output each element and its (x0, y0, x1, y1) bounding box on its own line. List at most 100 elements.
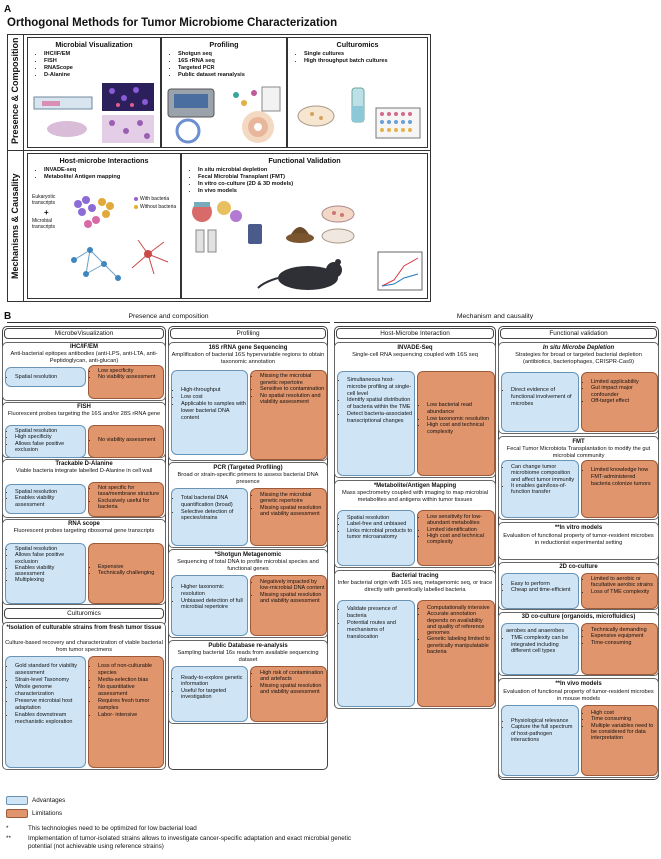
advantages-box: Simultaneous host-microbe profiling at s… (337, 371, 415, 476)
advantages-box: High-throughput Low cost Applicable to s… (171, 370, 248, 455)
advantage-item: Low cost (181, 394, 246, 401)
limitation-item: No quantitative assessment (98, 684, 162, 698)
culture-plates-illustration (297, 87, 421, 139)
limitation-item: Multiple variables need to be considered… (591, 723, 656, 742)
box-functional-validation: Functional Validation In situ microbial … (181, 153, 428, 299)
advantages-box: Gold standard for viability assessment S… (5, 656, 86, 768)
limitation-item: Expensive (98, 564, 162, 570)
limitation-item: Technically challenging (98, 570, 162, 576)
limitations-box: High cost Time consuming Multiple variab… (581, 705, 658, 776)
advantage-item: Capture the full spectrum of host-pathog… (511, 724, 577, 743)
card-invade: INVADE-Seq Single-cell RNA sequencing co… (334, 342, 496, 478)
advantage-item: High-throughput (181, 387, 246, 394)
advantages-box: Easy to perform Cheap and time-efficient (501, 573, 579, 609)
limitation-item: Genetic labeling limited to genetically … (427, 636, 493, 655)
advantage-item: Allows false positive exclusion (15, 441, 84, 454)
card-subtitle: Anti-bacterial epitopes antibodies (anti… (10, 351, 158, 364)
advantage-item: Spatial resolution (15, 546, 84, 552)
limitations-box: Limited knowledge how FMT-administered b… (581, 460, 658, 518)
card-title: 16S rRNA gene Sequencing (208, 345, 288, 351)
card-insitu: In situ Microbe Depletion Strategies for… (498, 342, 659, 434)
list-item: FISH (44, 58, 160, 65)
band-mechanism-label: Mechanisms & Causality (10, 173, 20, 279)
advantage-item: Detect bacteria-associated transcription… (347, 411, 413, 425)
limitations-box: No viability assessment (88, 425, 164, 458)
limitation-item: Not specific for taxa/membrane structure (98, 485, 162, 498)
limitations-box: High risk of contamination and artefacts… (250, 666, 327, 722)
footnote-mark: * (6, 825, 9, 832)
limitation-item: Missing spatial resolution and viability… (260, 505, 325, 518)
list-item: Fecal Microbial Transplant (FMT) (198, 174, 427, 181)
limitation-item: Negatively impacted by low-microbial DNA… (260, 579, 325, 592)
list-item: Public dataset reanalysis (178, 72, 286, 79)
footnote-text: This technologies need to be optimized f… (28, 825, 197, 832)
band-presence-label: Presence & Composition (10, 37, 20, 144)
limitation-item: Limited to aerobic or facultative aerobi… (591, 576, 656, 589)
advantage-item: Label-free and unbiased (347, 521, 413, 527)
advantage-item: Enables viability assessment (15, 565, 84, 578)
limitation-item: Time-consuming (591, 640, 656, 646)
advantages-box: Spatial resolution Enables viability ass… (5, 484, 86, 514)
card-subtitle: Fluorescent probes targeting ribosomal g… (13, 528, 155, 534)
card-subtitle: Sequencing of total DNA to profile micro… (177, 559, 319, 572)
list-item: Shotgun seq (178, 51, 286, 58)
eukaryotic-label: Eukaryotic transcripts (32, 194, 56, 206)
limitation-item: Low sensitivity for low-abundant metabol… (427, 514, 493, 527)
advantage-item: High specificity (15, 434, 84, 440)
card-invivo: **In vivo models Evaluation of functiona… (498, 678, 659, 778)
box-title: Host-microbe Interactions (59, 156, 149, 165)
limitation-item: Low bacterial read abundance (427, 402, 493, 416)
card-bacterial-tracing: Bacterial tracing Infer bacterial origin… (334, 570, 496, 709)
advantage-item: Enables downstream mechanistic explorati… (15, 712, 84, 726)
validation-illustration (192, 201, 423, 291)
panel-a-band-divider (7, 150, 431, 151)
card-title: FMT (572, 439, 585, 445)
card-title: Bacterial tracing (391, 573, 439, 579)
box-culturomics: Culturomics Single cultures High through… (287, 37, 428, 148)
list-item: D-Alanine (44, 72, 160, 79)
box-microbial-visualization: Microbial Visualization IHC/IF/EM FISH R… (27, 37, 161, 148)
card-subtitle: Viable bacteria integrate labelled D-Ala… (15, 468, 153, 474)
card-dalanine: Trackable D-Alanine Viable bacteria inte… (2, 459, 166, 518)
list-item: In situ microbial depletion (198, 167, 427, 174)
with-bacteria-legend: With bacteria (140, 196, 170, 202)
list-item: 16S rRNA seq (178, 58, 286, 65)
limitation-item: Low specificity (98, 368, 162, 374)
limitation-item: Missing spatial resolution and viability… (260, 592, 325, 605)
advantage-item: Gold standard for viability assessment (15, 663, 84, 677)
legend-limitations-swatch (6, 809, 28, 818)
advantage-item: Spatial resolution (15, 428, 84, 434)
card-invitro: **In vitro models Evaluation of function… (498, 522, 659, 560)
card-shotgun: *Shotgun Metagenomic Sequencing of total… (168, 549, 328, 638)
panel-a-frame (7, 34, 431, 302)
card-title: 3D co-culture (organoids, microfluidics) (521, 614, 636, 620)
advantages-box: Total bacterial DNA quantification (broa… (171, 488, 248, 546)
advantages-box: aerobes and anaerobes TME complexity can… (501, 623, 579, 675)
list-item: In vitro co-culture (2D & 3D models) (198, 181, 427, 188)
card-subtitle: Strategies for broad or targeted bacteri… (515, 352, 642, 365)
limitation-item: Limited applicability (591, 379, 656, 385)
card-pcr: PCR (Targeted Profiling) Broad or strain… (168, 462, 328, 548)
advantage-item: Physiological relevance (511, 718, 577, 724)
advantage-item: Useful for targeted investigation (181, 688, 246, 701)
limitation-item: Missing spatial resolution and viability… (260, 683, 325, 696)
advantages-box: Physiological relevance Capture the full… (501, 705, 579, 776)
card-title: Public Database re-analysis (208, 643, 288, 649)
limitation-item: Off-target effect (591, 398, 656, 404)
limitations-box: Not specific for taxa/membrane structure… (88, 482, 164, 517)
advantages-box: Higher taxonomic resolution Unbiased det… (171, 575, 248, 636)
advantage-item: Selective detection of species/strains (181, 509, 246, 523)
advantage-item: aerobes and anaerobes (506, 628, 565, 634)
limitation-item: Time consuming (591, 716, 656, 722)
limitations-box: Loss of non-culturable species Media-sel… (88, 656, 164, 768)
card-ihc: IHC/IF/EM Anti-bacterial epitopes antibo… (2, 342, 166, 401)
card-title: *Metabolite/Antigen Mapping (373, 483, 457, 489)
advantages-box: Validate presence of bacteria Potential … (337, 600, 415, 707)
limitation-item: No viability assessment (98, 437, 162, 443)
limitations-box: Technically demanding Expensive equipmen… (581, 623, 658, 675)
limitation-item: Missing the microbial genetic repertoire (260, 373, 325, 386)
limitation-item: Requires fresh tumor samples (98, 698, 162, 712)
advantage-item: Applicable to samples with lower bacteri… (181, 401, 246, 422)
column-header: Profiling (170, 328, 326, 339)
advantage-item: TME complexity can be integrated includi… (511, 635, 577, 654)
